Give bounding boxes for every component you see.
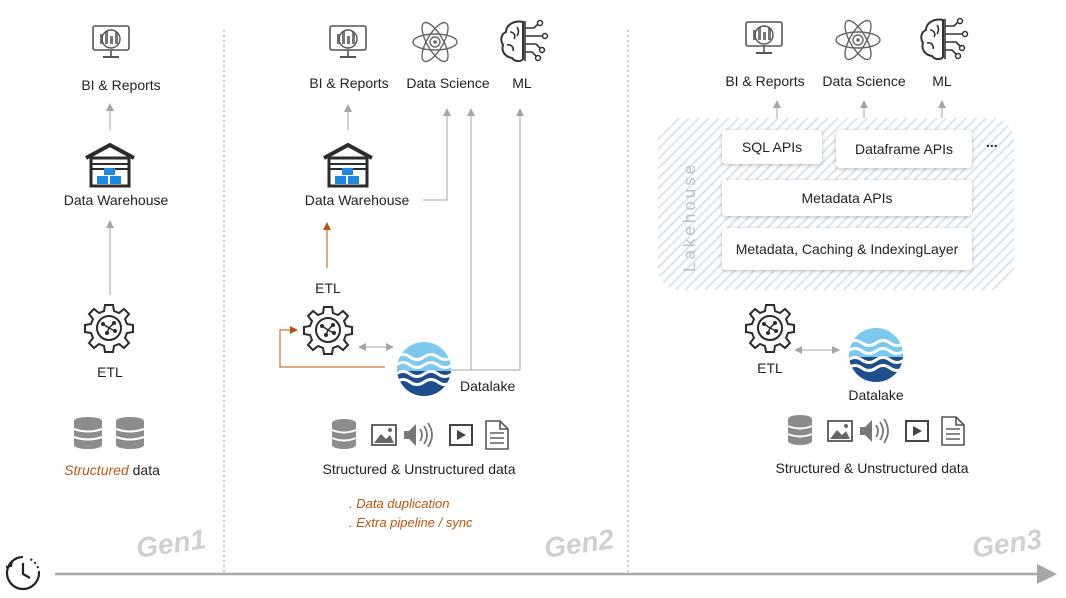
data-source-icons: [787, 415, 965, 446]
document-icon: [941, 416, 965, 446]
data-science-atom-icon: [835, 19, 881, 61]
data-warehouse-icon: [85, 142, 135, 188]
dataframe-apis-box: Dataframe APIs: [836, 130, 972, 168]
gen2-issue-duplication: . Data duplication: [349, 496, 450, 511]
clock-icon: [5, 555, 41, 591]
gen3-ds-label: Data Science: [822, 73, 906, 89]
gen3-ml-label: ML: [932, 73, 952, 89]
gen2-sources-label: Structured & Unstructured data: [322, 461, 516, 477]
bi-reports-icon: [329, 25, 367, 58]
data-word: data: [128, 462, 160, 478]
image-icon: [827, 420, 853, 442]
structured-word: Structured: [64, 462, 129, 478]
more-apis-ellipsis: ...: [986, 134, 998, 150]
gen1-warehouse-label: Data Warehouse: [63, 192, 169, 208]
etl-gear-icon: [84, 304, 134, 353]
gen2-loop-lake-etl: [279, 326, 385, 368]
metadata-apis-label: Metadata APIs: [801, 190, 893, 206]
gen2-bi-label: BI & Reports: [309, 75, 389, 91]
gen2-ds-label: Data Science: [406, 75, 490, 91]
data-source-icons: [331, 419, 509, 450]
etl-gear-icon: [745, 304, 795, 353]
video-icon: [905, 420, 929, 442]
document-icon: [485, 420, 509, 450]
metadata-layer-label: Metadata, Caching & IndexingLayer: [735, 241, 959, 257]
gen2-arrow-lake-ds: [447, 108, 475, 371]
bi-reports-icon: [92, 25, 130, 58]
image-icon: [371, 424, 397, 446]
data-science-atom-icon: [412, 21, 458, 63]
database-icons: [73, 417, 145, 449]
dataframe-apis-label: Dataframe APIs: [854, 141, 954, 157]
gen2-etl-label: ETL: [315, 280, 341, 296]
metadata-apis-box: Metadata APIs: [722, 180, 972, 216]
ml-brain-icon: [500, 19, 549, 63]
gen2-issue-pipeline: . Extra pipeline / sync: [349, 515, 473, 530]
gen3-datalake-label: Datalake: [848, 387, 904, 403]
gen2-arrow-warehouse-ds: [423, 108, 451, 201]
datalake-icon: [849, 328, 903, 382]
metadata-layer-box: Metadata, Caching & IndexingLayer: [722, 228, 972, 270]
gen3-etl-label: ETL: [757, 360, 783, 376]
sql-apis-label: SQL APIs: [741, 139, 803, 155]
gen2-datalake-label: Datalake: [460, 378, 516, 394]
sql-apis-box: SQL APIs: [722, 130, 822, 164]
gen1-bi-label: BI & Reports: [81, 77, 161, 93]
gen1-etl-label: ETL: [97, 364, 123, 380]
lakehouse-label: Lakehouse: [680, 161, 699, 272]
bi-reports-icon: [745, 21, 783, 54]
gen3-sources-label: Structured & Unstructured data: [775, 460, 969, 476]
video-icon: [449, 424, 473, 446]
datalake-icon: [397, 342, 451, 396]
data-warehouse-icon: [323, 142, 373, 188]
etl-gear-icon: [303, 306, 353, 355]
audio-icon: [860, 418, 889, 444]
gen1-structured-data-label: Structured data: [64, 462, 160, 478]
gen2-arrow-lake-ml: [471, 108, 524, 371]
ml-brain-icon: [920, 17, 969, 61]
gen2-ml-label: ML: [512, 75, 532, 91]
gen3-bi-label: BI & Reports: [725, 73, 805, 89]
gen2-warehouse-label: Data Warehouse: [304, 192, 410, 208]
audio-icon: [404, 422, 433, 448]
